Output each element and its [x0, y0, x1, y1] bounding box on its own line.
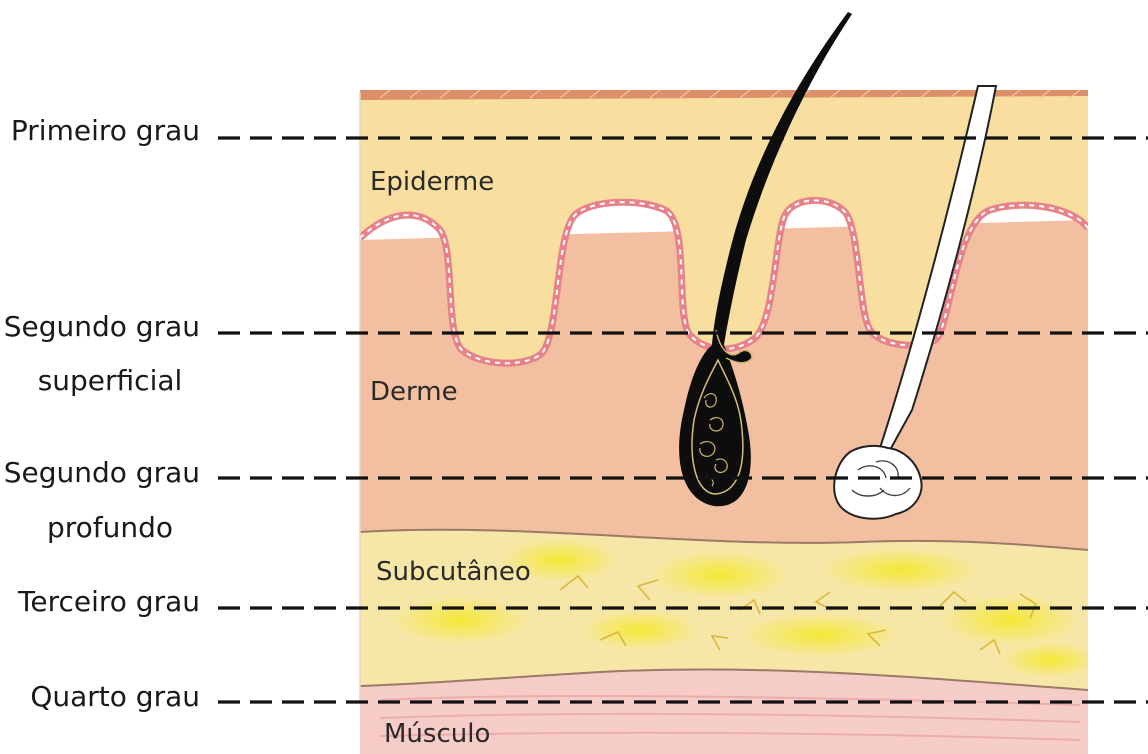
second-deep-label-2: profundo [47, 511, 173, 544]
subcutaneous-label: Subcutâneo [376, 557, 531, 587]
muscle-label: Músculo [384, 719, 490, 749]
second-superficial-label-2: superficial [38, 364, 183, 397]
epidermis-label: Epiderme [370, 167, 494, 197]
first-degree-label: Primeiro grau [11, 114, 200, 147]
second-deep-label: Segundo grau [4, 456, 200, 489]
fourth-degree-label: Quarto grau [30, 680, 200, 713]
third-degree-label: Terceiro grau [17, 585, 200, 618]
second-superficial-label: Segundo grau [4, 310, 200, 343]
dermis-label: Derme [370, 377, 458, 407]
